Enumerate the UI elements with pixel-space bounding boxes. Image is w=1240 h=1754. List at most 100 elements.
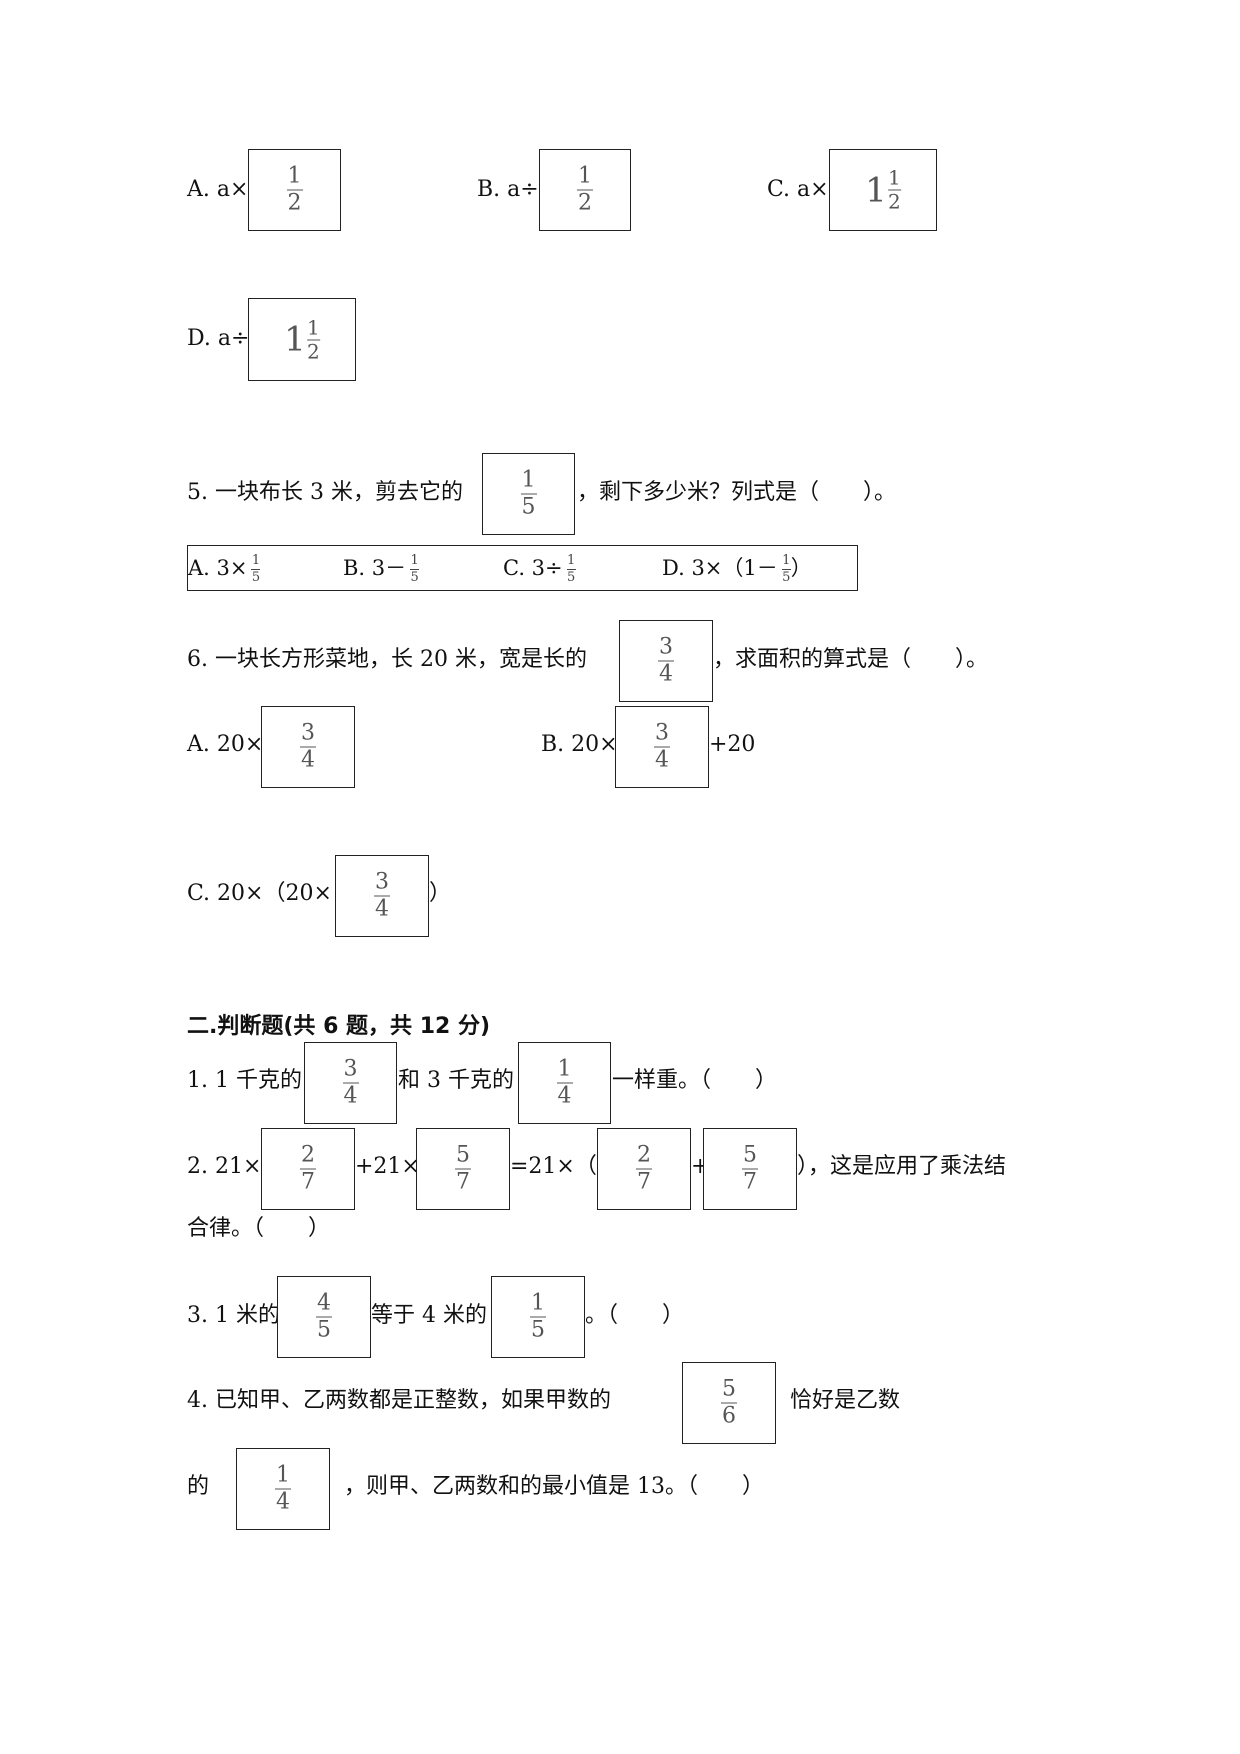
q4-option-a-label: A. a×	[187, 177, 249, 202]
denominator: 4	[655, 747, 669, 773]
denominator: 7	[637, 1169, 651, 1195]
q6-text-suffix: ，求面积的算式是（ ）。	[713, 647, 989, 672]
denominator: 5	[531, 1317, 545, 1343]
j4-text-4: ，则甲、乙两数和的最小值是 13。（ ）	[344, 1474, 764, 1499]
q6-option-c-close: ）	[429, 881, 452, 906]
numerator: 5	[743, 1142, 757, 1168]
numerator: 1	[521, 467, 536, 493]
j3-text-3: 。（ ）	[585, 1303, 685, 1328]
q5-option-d-close: ）	[790, 556, 812, 580]
q6-option-a-label: A. 20×	[187, 732, 264, 757]
numerator: 1	[531, 1290, 545, 1316]
j4-text-1: 4. 已知甲、乙两数都是正整数，如果甲数的	[187, 1388, 611, 1413]
j2-text-5: ），这是应用了乘法结	[797, 1154, 1007, 1179]
numerator: 3	[655, 720, 669, 746]
denominator: 4	[343, 1083, 358, 1109]
j1-text-3: 一样重。（ ）	[612, 1068, 778, 1093]
j4-text-3: 的	[187, 1474, 210, 1499]
denominator: 4	[375, 896, 389, 922]
denominator: 7	[743, 1169, 757, 1195]
j3-text-1: 3. 1 米的	[187, 1303, 280, 1328]
denominator: 6	[722, 1403, 736, 1429]
j2-text-2: +21×	[355, 1154, 420, 1179]
numerator: 1	[306, 315, 320, 339]
numerator: 1	[578, 163, 592, 189]
q5-option-b-label: B. 3－	[343, 556, 407, 580]
j1-text-1: 1. 1 千克的	[187, 1068, 302, 1093]
numerator: 4	[317, 1290, 331, 1316]
numerator: 2	[637, 1142, 651, 1168]
q6-option-c-label: C. 20×（20×	[187, 881, 332, 906]
j3-text-2: 等于 4 米的	[371, 1303, 487, 1328]
numerator: 5	[722, 1376, 736, 1402]
j4-text-2: 恰好是乙数	[790, 1388, 901, 1413]
numerator: 1	[287, 163, 302, 189]
q4-option-d-label: D. a÷	[187, 326, 250, 351]
numerator: 3	[659, 634, 673, 660]
q4-option-b-label: B. a÷	[477, 177, 539, 202]
denominator: 7	[301, 1169, 315, 1195]
q5-option-a-label: A. 3×	[188, 556, 248, 580]
whole-part: 1	[865, 170, 887, 210]
denominator: 7	[456, 1169, 470, 1195]
section-title: 二.判断题(共 6 题，共 12 分)	[187, 1014, 491, 1039]
q5-option-d-label: D. 3×（1－	[662, 556, 778, 580]
denominator: 4	[276, 1489, 290, 1515]
numerator: 2	[301, 1142, 315, 1168]
q6-option-b-suffix: +20	[709, 732, 756, 757]
numerator: 3	[375, 869, 389, 895]
denominator: 4	[659, 661, 673, 687]
j2-line-2: 合律。（ ）	[187, 1216, 331, 1241]
numerator: 3	[301, 720, 315, 746]
denominator: 5	[317, 1317, 331, 1343]
j2-text-1: 2. 21×	[187, 1154, 262, 1179]
q6-option-b-label: B. 20×	[541, 732, 618, 757]
numerator: 1	[557, 1056, 572, 1082]
q5-option-c-label: C. 3÷	[503, 556, 563, 580]
denominator: 2	[287, 190, 302, 216]
q5-text-suffix: ，剩下多少米？列式是（ ）。	[577, 480, 897, 505]
denominator: 2	[887, 189, 901, 214]
denominator: 4	[557, 1083, 572, 1109]
q5-text-prefix: 5. 一块布长 3 米，剪去它的	[187, 480, 463, 505]
q4-option-c-label: C. a×	[767, 177, 829, 202]
numerator: 3	[343, 1056, 358, 1082]
denominator: 4	[301, 747, 315, 773]
denominator: 5	[521, 494, 536, 520]
denominator: 2	[578, 190, 592, 216]
denominator: 2	[306, 339, 320, 363]
j1-text-2: 和 3 千克的	[398, 1068, 514, 1093]
numerator: 1	[276, 1462, 290, 1488]
numerator: 5	[456, 1142, 470, 1168]
j2-text-3: =21×（	[510, 1154, 597, 1179]
q6-text-prefix: 6. 一块长方形菜地，长 20 米，宽是长的	[187, 647, 587, 672]
whole-part: 1	[284, 319, 306, 360]
